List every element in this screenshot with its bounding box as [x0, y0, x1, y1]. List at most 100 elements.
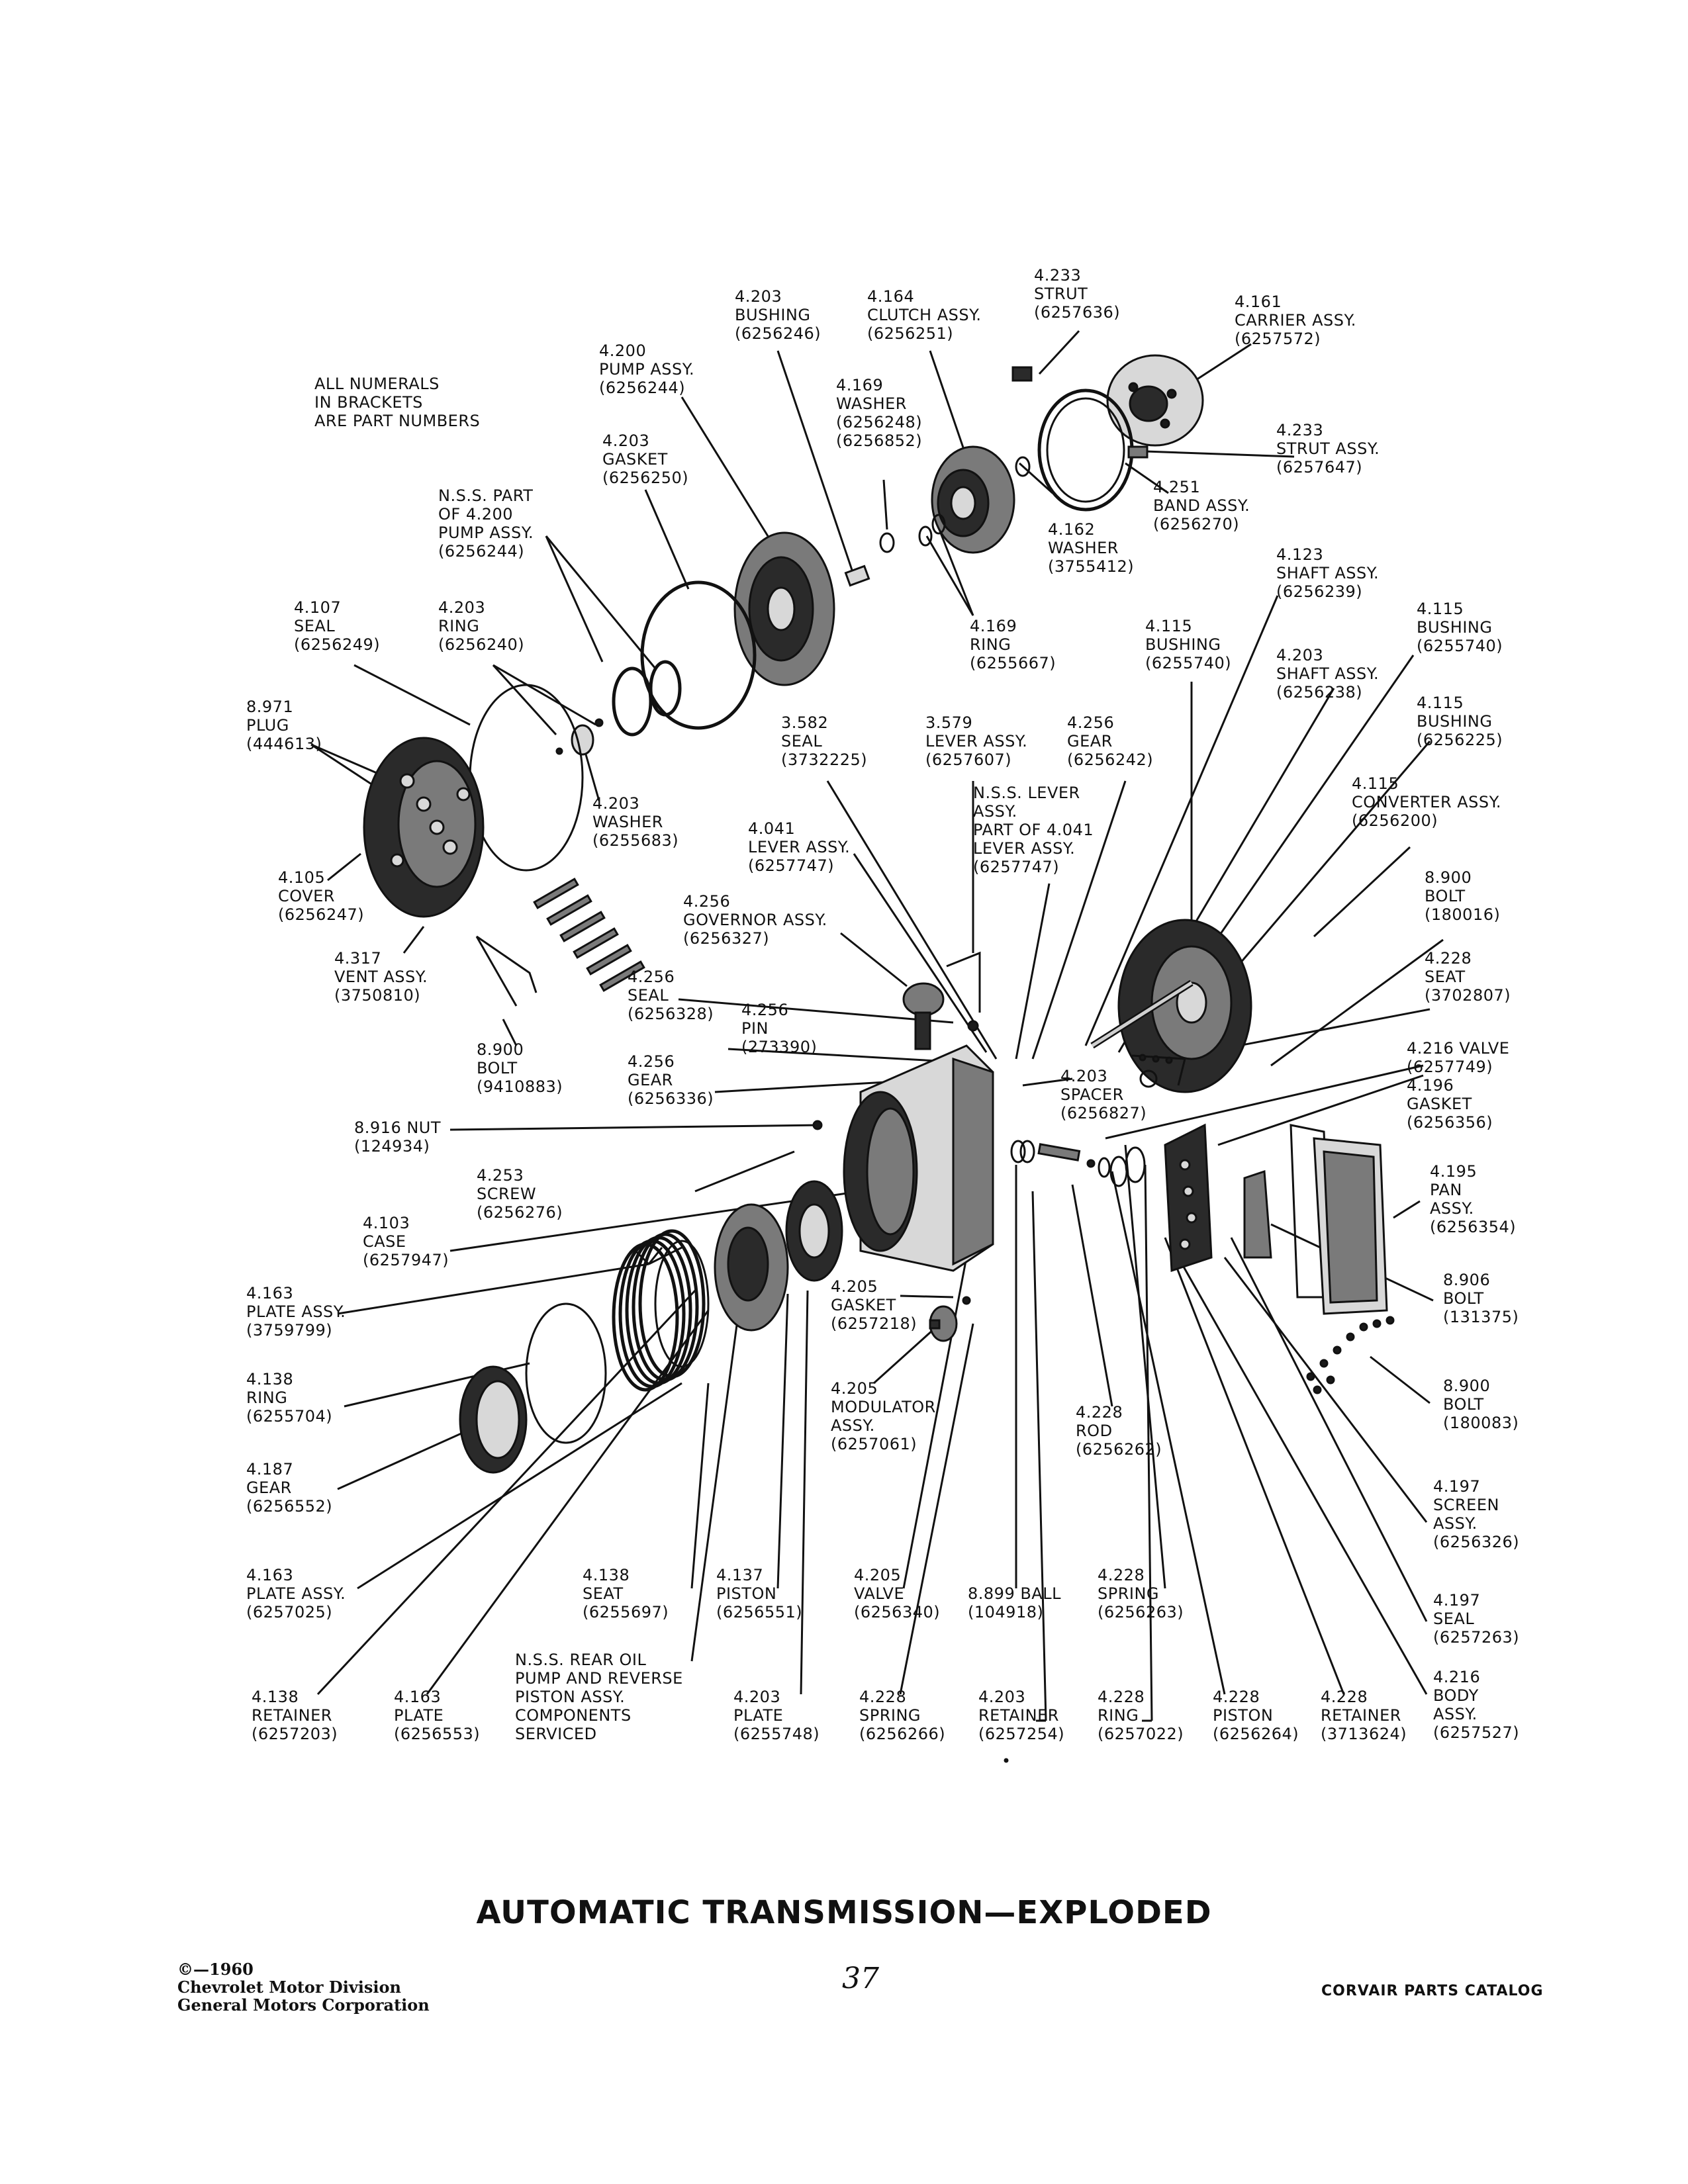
part-pan-bolts — [1306, 1316, 1395, 1394]
part-rear-pump-plate — [785, 1180, 843, 1282]
part-bushing — [844, 565, 870, 587]
copyright-credits: ©—1960 Chevrolet Motor Division General … — [177, 1960, 430, 2014]
part-snap-ring — [525, 1302, 607, 1444]
part-strut — [1011, 366, 1033, 382]
part-small-washer — [555, 718, 604, 756]
part-valve-body — [1164, 1123, 1213, 1273]
callout-8916-nut: 8.916 NUT(124934) — [354, 1118, 442, 1156]
page-number: 37 — [842, 1962, 879, 1995]
part-pump-assy — [733, 531, 835, 686]
page-title: AUTOMATIC TRANSMISSION—EXPLODED — [476, 1894, 1212, 1931]
part-modulator-assy — [929, 1305, 958, 1342]
note-line: ALL NUMERALS — [314, 375, 440, 393]
part-pump-gasket — [640, 580, 757, 730]
part-nut — [812, 1120, 823, 1130]
part-governor-assy — [902, 982, 945, 1050]
credit-line: General Motors Corporation — [177, 1995, 430, 2015]
part-transmission-case — [843, 1044, 994, 1272]
credit-line: ©—1960 — [177, 1960, 254, 1979]
part-thrust-washer — [1015, 456, 1031, 477]
note-line: ARE PART NUMBERS — [314, 412, 481, 430]
part-band-assy — [1037, 388, 1134, 512]
part-oil-seal-rings — [612, 660, 682, 737]
callout-8899-ball: 8.899 BALL(104918) — [968, 1584, 1061, 1621]
part-seal-ring-a — [918, 525, 933, 547]
part-reverse-piston — [714, 1203, 789, 1332]
part-strut-assy — [1127, 445, 1149, 459]
part-pan-and-gasket — [1289, 1124, 1388, 1315]
part-ring-gear — [459, 1365, 528, 1474]
part-cover-bolts — [475, 878, 645, 1007]
part-gasket-small — [962, 1296, 971, 1305]
part-converter-assy — [1117, 919, 1252, 1093]
part-shafts — [1090, 979, 1194, 1049]
part-seal-ring-b — [931, 514, 946, 535]
part-screen-assy — [1243, 1169, 1272, 1259]
part-front-cover — [363, 737, 485, 918]
credit-line: Chevrolet Motor Division — [177, 1978, 401, 1997]
part-seat-and-spacers — [1131, 1054, 1186, 1086]
